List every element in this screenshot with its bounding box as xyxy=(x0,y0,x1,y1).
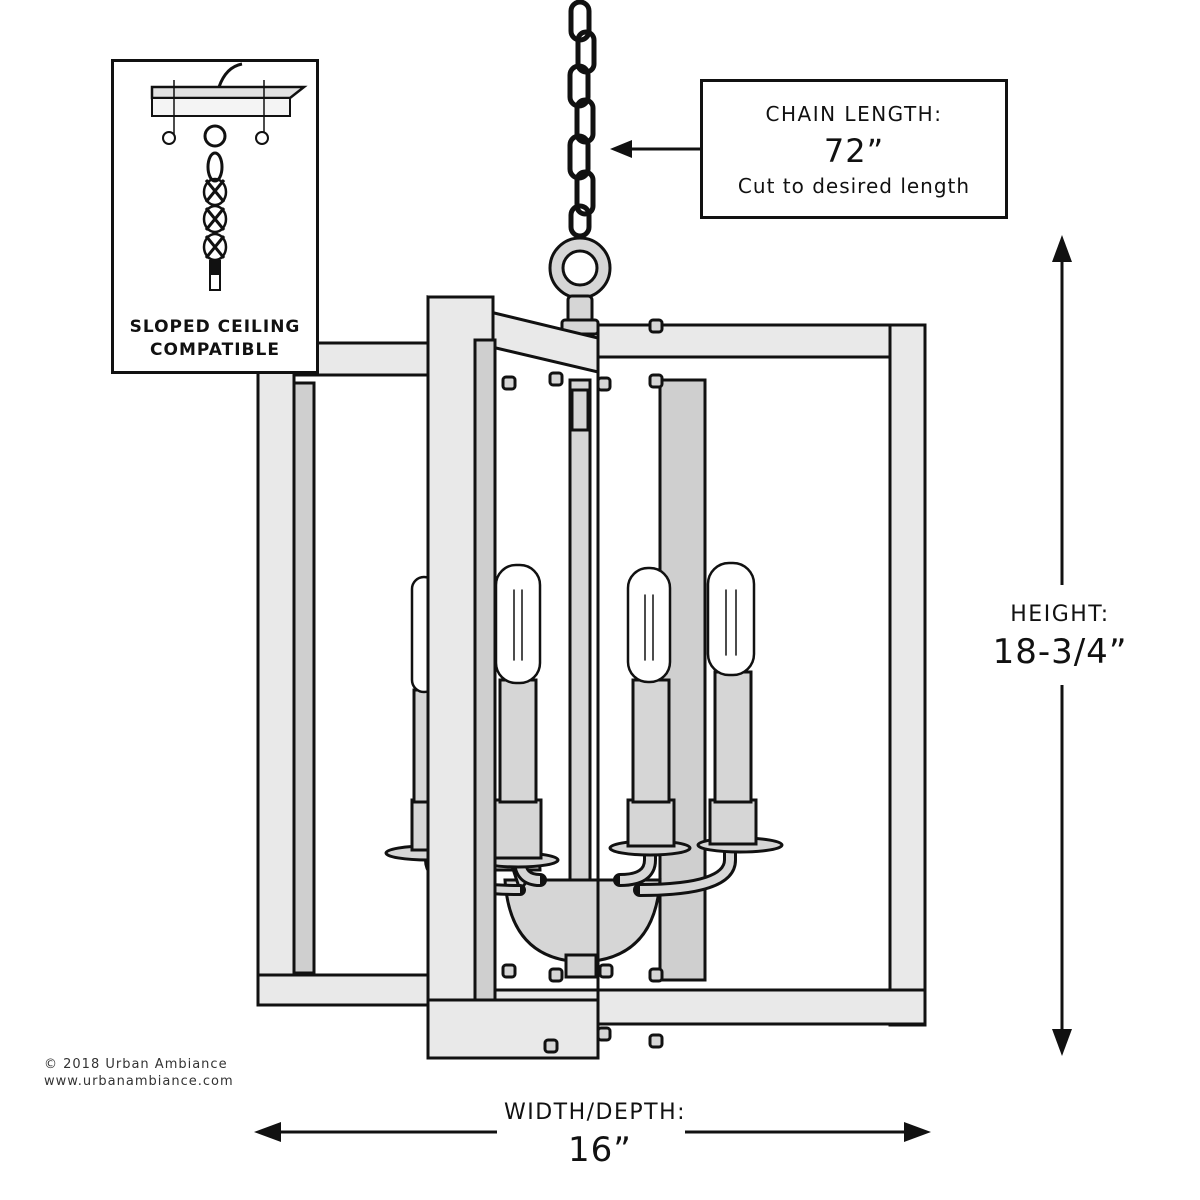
candle-cluster xyxy=(384,378,784,979)
copyright-notice: © 2018 Urban Ambiance www.urbanambiance.… xyxy=(44,1056,234,1090)
hanging-chain xyxy=(567,0,597,239)
chain-length-note: Cut to desired length xyxy=(737,174,971,198)
frame-bolts xyxy=(501,318,664,1054)
sloped-ceiling-inset: SLOPED CEILING COMPATIBLE xyxy=(111,59,319,374)
sloped-ceiling-icon xyxy=(150,62,308,291)
wood-frame-front xyxy=(426,295,600,1060)
height-value: 18-3/4” xyxy=(992,632,1128,672)
chain-length-arrow xyxy=(610,140,700,158)
wood-frame-left xyxy=(256,341,435,1007)
height-arrow xyxy=(1052,235,1072,1056)
width-arrow xyxy=(254,1122,931,1142)
copyright-line: © 2018 Urban Ambiance xyxy=(44,1057,228,1072)
width-depth-value: 16” xyxy=(568,1130,632,1170)
chain-length-value: 72” xyxy=(823,132,885,170)
hanging-loop xyxy=(548,236,612,336)
chain-length-callout: CHAIN LENGTH: 72” Cut to desired length xyxy=(700,79,1008,219)
sloped-ceiling-caption: SLOPED CEILING COMPATIBLE xyxy=(129,317,301,360)
chain-length-label: CHAIN LENGTH: xyxy=(765,102,943,126)
height-label: HEIGHT: xyxy=(1010,602,1110,627)
width-depth-label: WIDTH/DEPTH: xyxy=(503,1100,687,1125)
wood-frame-back xyxy=(596,323,927,1027)
website-url: www.urbanambiance.com xyxy=(44,1074,234,1089)
